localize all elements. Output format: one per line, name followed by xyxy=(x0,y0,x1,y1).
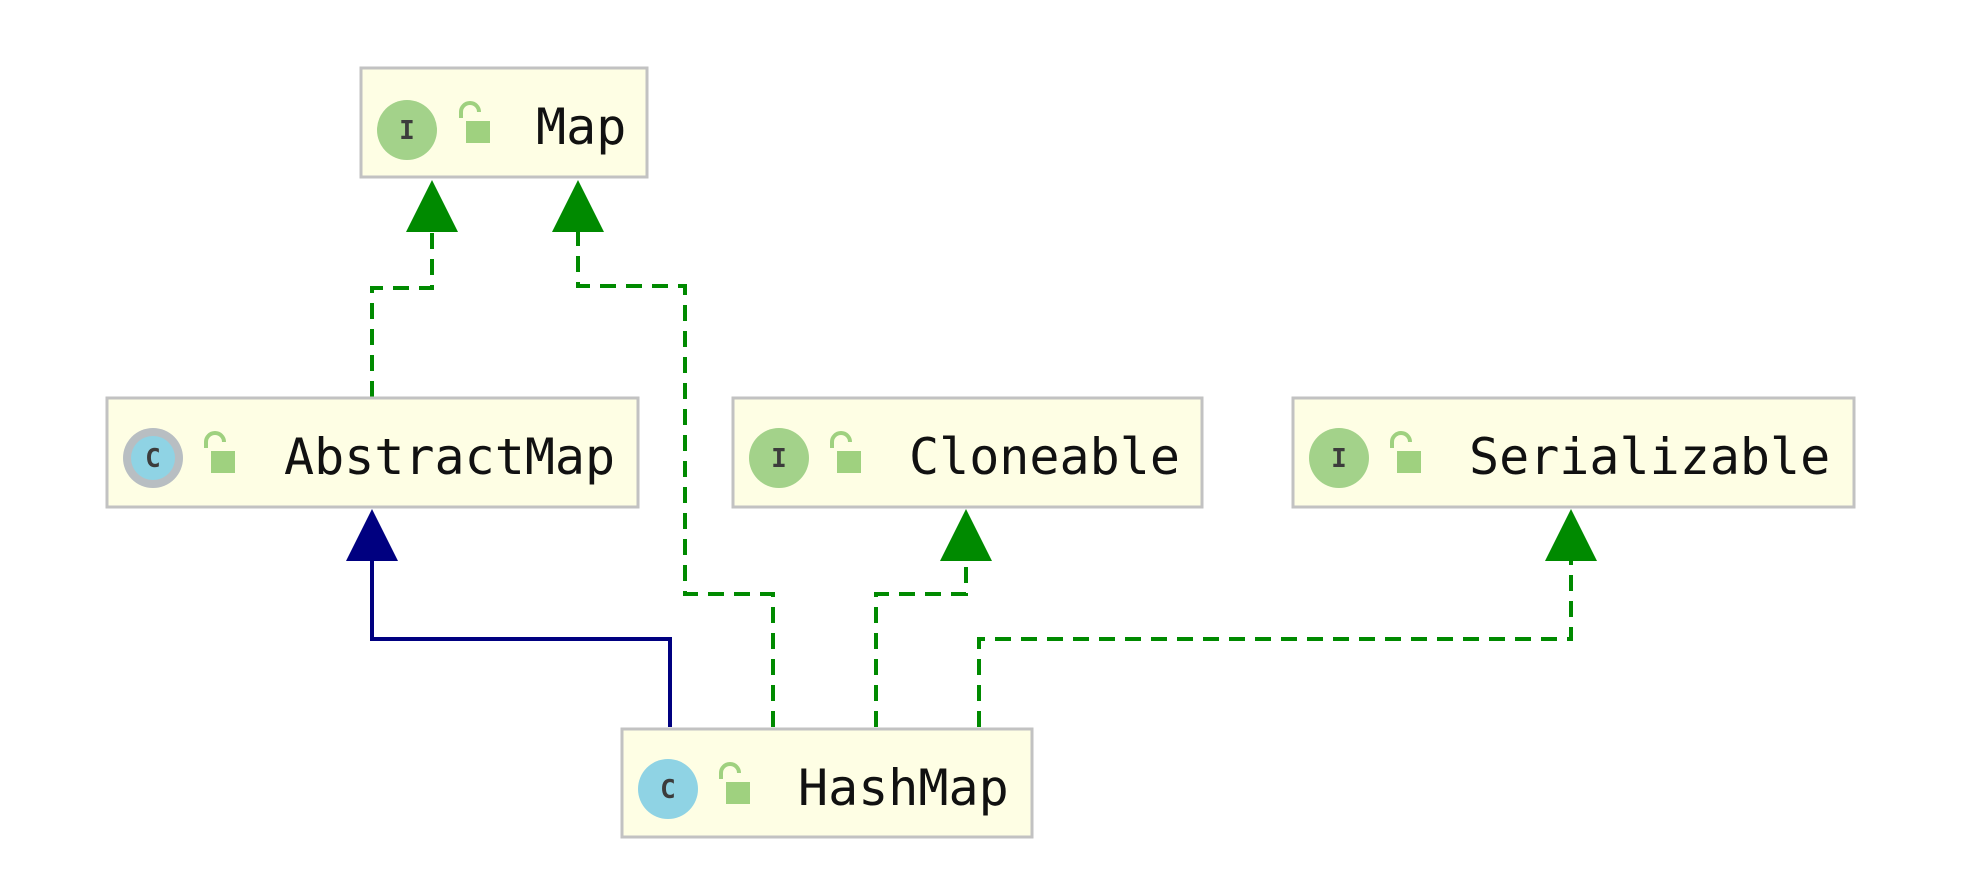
node-serializable-label: Serializable xyxy=(1469,428,1830,486)
node-abstractmap[interactable]: C AbstractMap xyxy=(105,396,640,509)
class-badge-icon: C xyxy=(638,759,698,819)
svg-text:I: I xyxy=(399,116,415,146)
unlocked-icon xyxy=(1390,431,1421,473)
node-hashmap[interactable]: C HashMap xyxy=(620,727,1034,839)
node-serializable[interactable]: I Serializable xyxy=(1291,396,1856,509)
node-cloneable[interactable]: I Cloneable xyxy=(731,396,1204,509)
interface-badge-icon: I xyxy=(377,100,437,160)
arrowhead-serializable xyxy=(1545,509,1597,561)
svg-text:I: I xyxy=(771,444,787,474)
edge-hashmap-extends-abstractmap xyxy=(346,509,672,727)
unlocked-icon xyxy=(204,431,235,473)
unlocked-icon xyxy=(830,431,861,473)
arrowhead-map-right xyxy=(552,180,604,232)
node-hashmap-label: HashMap xyxy=(798,759,1009,817)
node-abstractmap-label: AbstractMap xyxy=(284,428,615,486)
arrowhead-cloneable xyxy=(940,509,992,561)
node-map-label: Map xyxy=(536,98,626,156)
node-map[interactable]: I Map xyxy=(359,66,649,179)
abstract-class-badge-icon: C xyxy=(123,428,183,488)
node-cloneable-label: Cloneable xyxy=(909,428,1180,486)
unlocked-icon xyxy=(719,762,750,804)
node-abstractmap-box xyxy=(105,396,640,509)
node-cloneable-box xyxy=(731,396,1204,509)
unlocked-icon xyxy=(459,101,490,143)
edge-abstractmap-implements-map xyxy=(370,180,458,397)
edge-hashmap-implements-map xyxy=(552,180,775,727)
interface-badge-icon: I xyxy=(1309,428,1369,488)
edge-hashmap-implements-cloneable xyxy=(874,509,992,727)
arrowhead-abstractmap xyxy=(346,509,398,561)
node-serializable-box xyxy=(1291,396,1856,509)
svg-text:C: C xyxy=(660,775,676,805)
svg-text:C: C xyxy=(145,444,161,474)
edge-hashmap-implements-serializable xyxy=(977,509,1597,727)
interface-badge-icon: I xyxy=(749,428,809,488)
svg-text:I: I xyxy=(1331,444,1347,474)
arrowhead-map-left xyxy=(406,180,458,232)
